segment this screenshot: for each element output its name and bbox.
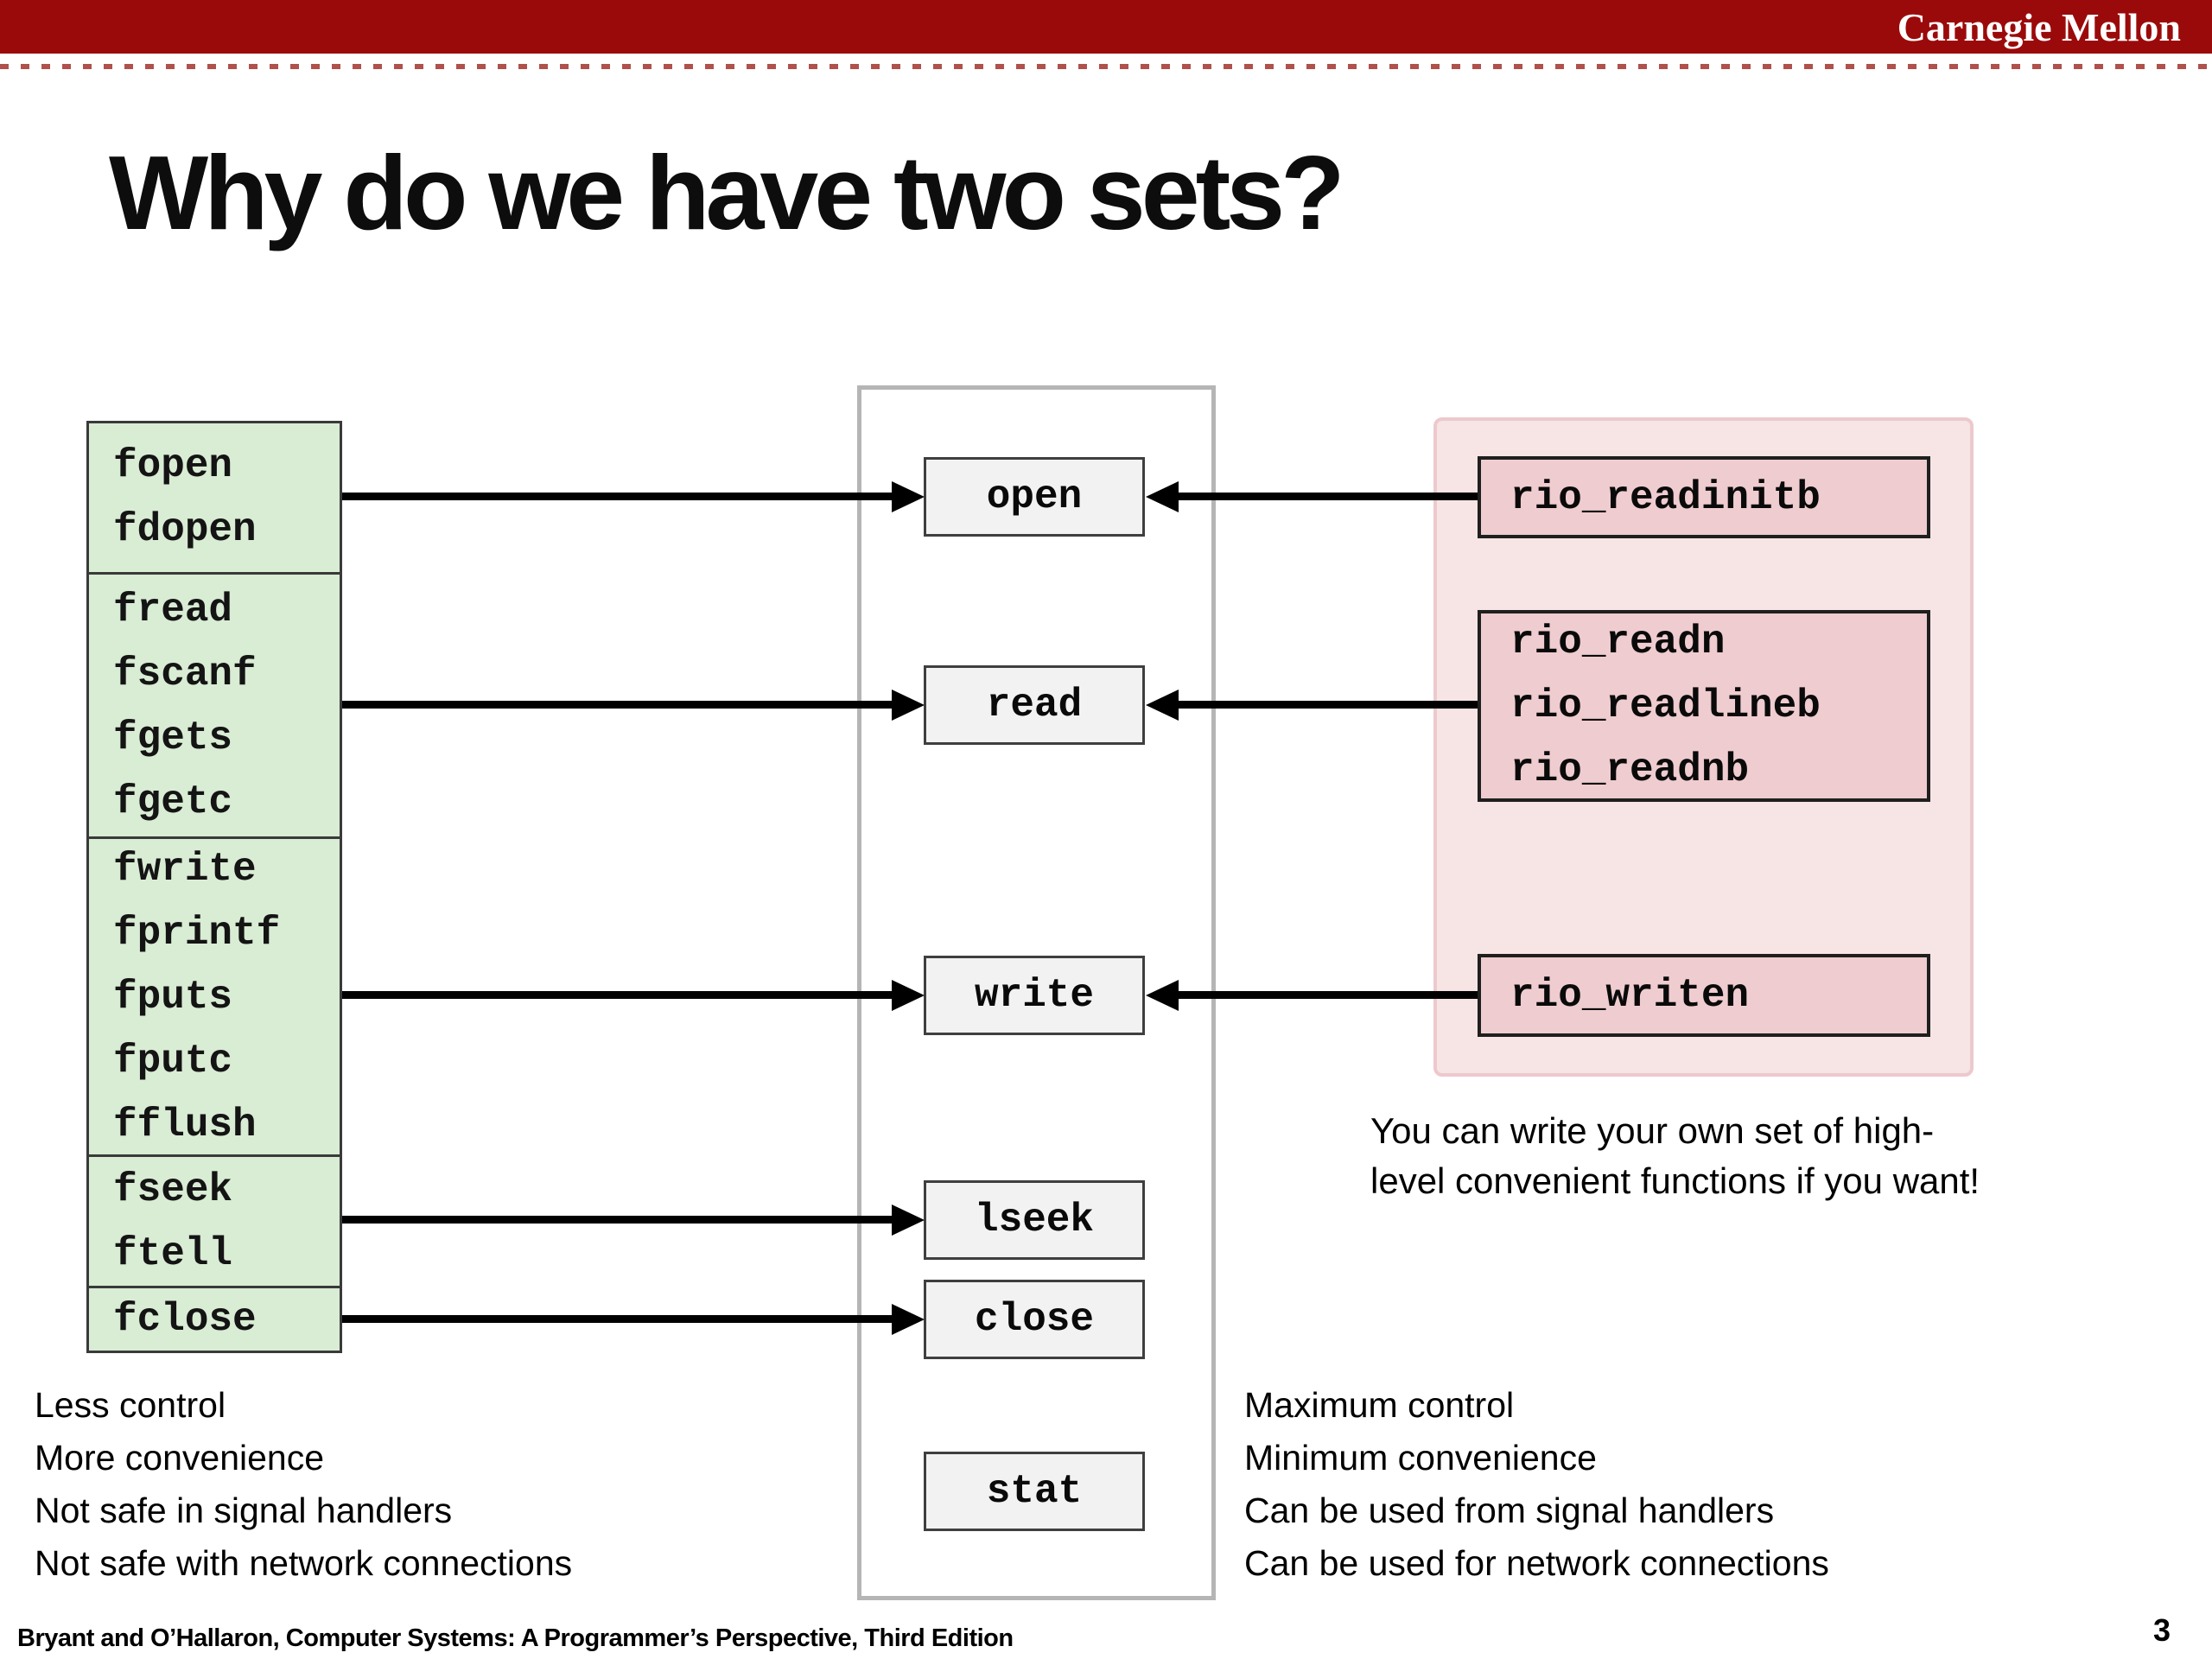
arrow-rio-readinitb-to-open (1178, 493, 1478, 500)
rio-function-label: rio_readlineb (1510, 683, 1821, 728)
rio-box-writen: rio_writen (1478, 954, 1930, 1037)
unix-box-write: write (924, 956, 1145, 1035)
unix-box-close: close (924, 1280, 1145, 1359)
rio-function-label: rio_readnb (1510, 747, 1750, 792)
stdio-box-close-group: fclose (86, 1286, 342, 1353)
stdio-function-label: fgets (113, 715, 233, 760)
rio-box-readinitb: rio_readinitb (1478, 456, 1930, 538)
stdio-function-label: fclose (113, 1297, 257, 1342)
rio-note-line: level convenient functions if you want! (1370, 1160, 1980, 1201)
stdio-function-label: fputc (113, 1038, 233, 1084)
rio-box-read-group: rio_readn rio_readlineb rio_readnb (1478, 610, 1930, 802)
arrow-fclose-to-close (342, 1315, 893, 1323)
stdio-function-label: ftell (113, 1230, 233, 1276)
rio-function-label: rio_readn (1510, 620, 1726, 664)
header-accent-line (0, 64, 2212, 69)
stdio-function-label: fread (113, 587, 233, 632)
stdio-properties-list: Less control More convenience Not safe i… (35, 1379, 572, 1590)
stdio-function-label: fputs (113, 974, 233, 1020)
rio-note-line: You can write your own set of high- (1370, 1110, 1935, 1151)
arrow-fopen-to-open (342, 493, 893, 500)
stdio-function-label: fscanf (113, 651, 257, 696)
unix-box-stat: stat (924, 1452, 1145, 1531)
unix-property: Minimum convenience (1244, 1438, 1597, 1478)
unix-box-lseek: lseek (924, 1180, 1145, 1260)
stdio-box-seek-group: fseek ftell (86, 1154, 342, 1288)
stdio-function-label: fopen (113, 443, 233, 488)
stdio-property: Not safe with network connections (35, 1543, 573, 1583)
stdio-property: More convenience (35, 1438, 325, 1478)
unix-box-open: open (924, 457, 1145, 537)
stdio-function-label: fgetc (113, 779, 233, 824)
stdio-box-open-group: fopen fdopen (86, 421, 342, 575)
stdio-function-label: fdopen (113, 507, 257, 552)
unix-property: Can be used from signal handlers (1244, 1491, 1775, 1530)
header-bar (0, 0, 2212, 54)
stdio-box-read-group: fread fscanf fgets fgetc (86, 572, 342, 839)
arrow-rio-writen-to-write (1178, 991, 1478, 999)
stdio-box-write-group: fwrite fprintf fputs fputc fflush (86, 836, 342, 1157)
unix-box-read: read (924, 665, 1145, 745)
stdio-property: Not safe in signal handlers (35, 1491, 453, 1530)
rio-function-label: rio_readinitb (1510, 474, 1821, 520)
rio-function-label: rio_writen (1510, 973, 1750, 1018)
stdio-property: Less control (35, 1385, 226, 1425)
footer-citation: Bryant and O’Hallaron, Computer Systems:… (17, 1624, 1014, 1652)
arrow-rio-read-to-read (1178, 701, 1478, 709)
stdio-function-label: fprintf (113, 910, 281, 956)
unix-property: Can be used for network connections (1244, 1543, 1829, 1583)
arrow-fwrite-to-write (342, 991, 893, 999)
arrow-fseek-to-lseek (342, 1216, 893, 1224)
unix-properties-list: Maximum control Minimum convenience Can … (1244, 1379, 1829, 1590)
page-title: Why do we have two sets? (109, 134, 1345, 251)
page-number: 3 (2153, 1612, 2171, 1648)
stdio-function-label: fseek (113, 1166, 233, 1212)
stdio-function-label: fwrite (113, 846, 257, 892)
arrow-fread-to-read (342, 701, 893, 709)
rio-note: You can write your own set of high- leve… (1370, 1106, 1980, 1206)
unix-property: Maximum control (1244, 1385, 1515, 1425)
brand-wordmark: Carnegie Mellon (1897, 5, 2181, 49)
stdio-function-label: fflush (113, 1102, 257, 1147)
